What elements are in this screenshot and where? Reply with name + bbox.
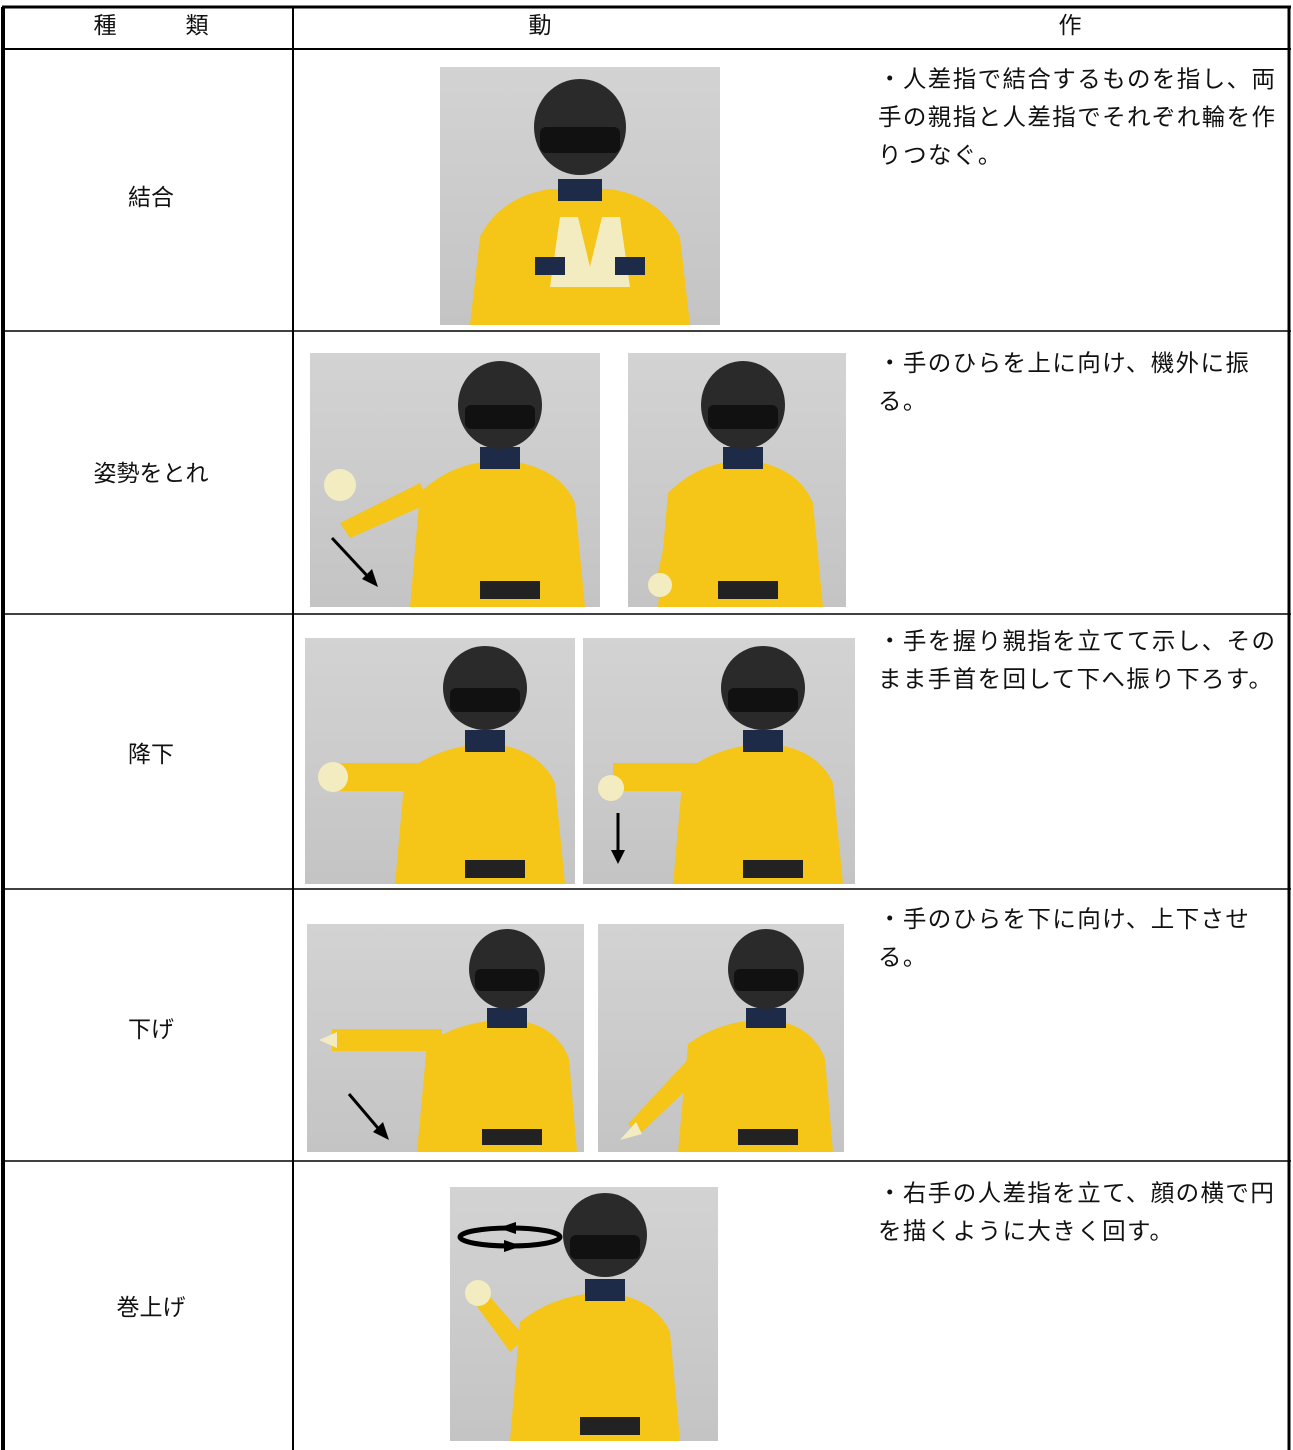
person-figure-icon (318, 646, 565, 884)
person-figure-icon (648, 361, 823, 607)
header-action: 作 (1058, 13, 1082, 39)
person-figure-icon (620, 929, 833, 1152)
photo-sage-1 (307, 924, 584, 1152)
row-kind-sage: 下げ (128, 1017, 174, 1043)
row-desc-ketsugo: ・人差指で結合するものを指し、両手の親指と人差指でそれぞれ輪を作りつなぐ。 (878, 65, 1277, 169)
person-figure-icon (319, 929, 577, 1152)
header-kind: 種 類 (93, 13, 209, 39)
person-figure-icon (324, 361, 585, 607)
row-desc-shisei: ・手のひらを上に向け、機外に振る。 (878, 349, 1251, 415)
row-desc-makiage: ・右手の人差指を立て、顔の横で円を描くように大きく回す。 (878, 1179, 1276, 1245)
person-figure-icon (598, 646, 843, 884)
photo-koka-2 (583, 638, 855, 884)
photo-makiage (450, 1187, 718, 1441)
photo-koka-1 (305, 638, 575, 884)
photo-shisei-2 (628, 353, 846, 607)
person-figure-icon (457, 1193, 680, 1441)
row-kind-shisei: 姿勢をとれ (93, 461, 209, 487)
photo-shisei-1 (310, 353, 600, 607)
row-kind-koka: 降下 (128, 742, 174, 768)
row-kind-ketsugo: 結合 (128, 185, 174, 211)
person-figure-icon (470, 79, 690, 325)
photo-ketsugo (440, 67, 720, 325)
row-kind-makiage: 巻上げ (116, 1295, 186, 1321)
row-desc-koka: ・手を握り親指を立てて示し、そのまま手首を回して下へ振り下ろす。 (878, 627, 1277, 693)
row-desc-sage: ・手のひらを下に向け、上下させる。 (878, 905, 1251, 971)
header-motion: 動 (528, 13, 552, 39)
photo-sage-2 (598, 924, 844, 1152)
